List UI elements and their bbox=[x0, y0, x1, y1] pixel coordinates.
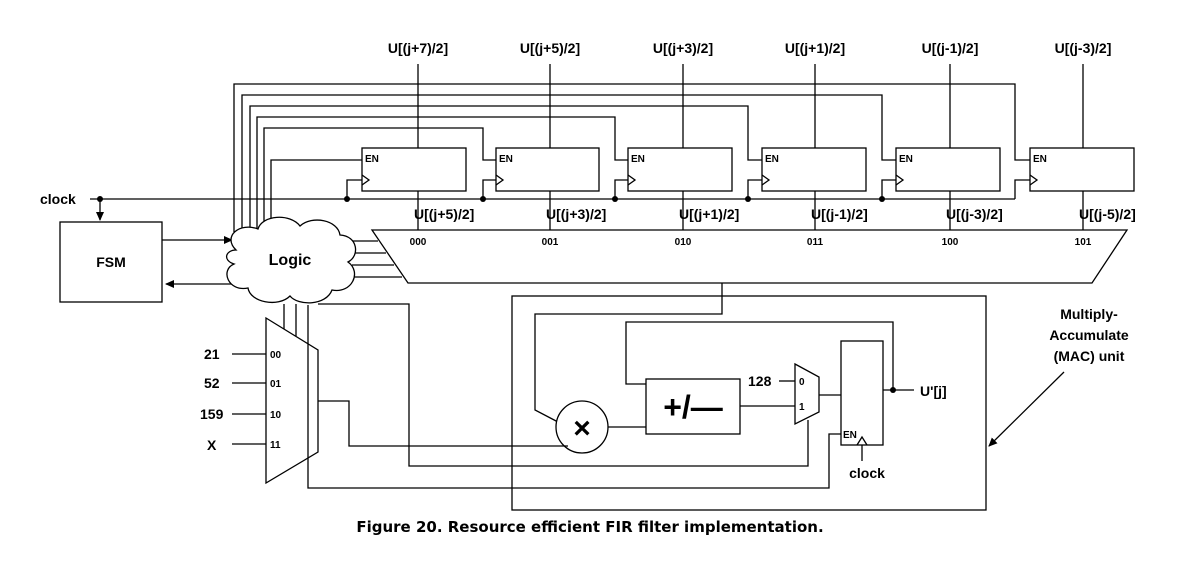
mux-select-code: 000 bbox=[410, 237, 427, 248]
register-output-label: U[(j-5)/2] bbox=[1079, 206, 1136, 222]
register-enable-label: EN bbox=[1033, 154, 1047, 165]
mux-select-code: 101 bbox=[1075, 237, 1092, 248]
init-value: 128 bbox=[748, 373, 772, 389]
register-3: EN bbox=[761, 147, 867, 192]
register-output-wires bbox=[417, 191, 1084, 230]
register-2: EN bbox=[627, 147, 733, 192]
coeff-select: 00 bbox=[270, 350, 282, 361]
mac-label-line: (MAC) unit bbox=[1054, 348, 1125, 364]
logic-to-mux-select-wire bbox=[318, 303, 809, 467]
multiply-icon: × bbox=[573, 412, 591, 445]
mac-label-line: Multiply- bbox=[1060, 306, 1118, 322]
clock-net: clock bbox=[40, 179, 1030, 221]
register-input-labels: U[(j+7)/2] U[(j+5)/2] U[(j+3)/2] U[(j+1)… bbox=[388, 40, 1112, 56]
logic-cloud: Logic bbox=[226, 216, 357, 304]
mac-output-label: U'[j] bbox=[920, 383, 947, 399]
register-enable-label: EN bbox=[499, 154, 513, 165]
mux-select-code: 100 bbox=[942, 237, 959, 248]
register-output-label: U[(j+1)/2] bbox=[679, 206, 739, 222]
clock-label: clock bbox=[40, 191, 76, 207]
add-sub-block: +/— bbox=[645, 378, 741, 435]
register-output-label: U[(j-1)/2] bbox=[811, 206, 868, 222]
multiplier: × bbox=[555, 400, 609, 454]
register-5: EN bbox=[1029, 147, 1135, 192]
addsub-icon: +/— bbox=[663, 389, 723, 425]
accumulator-register: EN clock bbox=[840, 340, 885, 481]
coeff-select-wires bbox=[283, 304, 297, 336]
register-output-labels: U[(j+5)/2] U[(j+3)/2] U[(j+1)/2] U[(j-1)… bbox=[414, 206, 1136, 222]
register-enable-label: EN bbox=[765, 154, 779, 165]
mac-clock-label: clock bbox=[849, 465, 885, 481]
mux-select-code: 010 bbox=[675, 237, 692, 248]
accumulator-output: U'[j] bbox=[883, 383, 947, 399]
top-label: U[(j+7)/2] bbox=[388, 40, 448, 56]
register-enable-label: EN bbox=[631, 154, 645, 165]
mux-select-code: 011 bbox=[807, 237, 824, 248]
mac-unit bbox=[511, 295, 987, 511]
mac-label-line: Accumulate bbox=[1049, 327, 1129, 343]
register-1: EN bbox=[495, 147, 600, 192]
register-enable-label: EN bbox=[899, 154, 913, 165]
fsm-label: FSM bbox=[96, 254, 126, 270]
enable-wires bbox=[233, 83, 1030, 232]
top-label: U[(j+5)/2] bbox=[520, 40, 580, 56]
register-4: EN bbox=[895, 147, 1001, 192]
top-label: U[(j-1)/2] bbox=[922, 40, 979, 56]
coeff-value: 52 bbox=[204, 375, 220, 391]
accumulator-enable-label: EN bbox=[843, 430, 857, 441]
logic-label: Logic bbox=[269, 252, 312, 269]
mac-label: Multiply- Accumulate (MAC) unit bbox=[988, 306, 1129, 447]
init-mux-input: 0 bbox=[799, 377, 805, 388]
register-enable-label: EN bbox=[365, 154, 379, 165]
mux-to-multiplier-wire bbox=[534, 283, 723, 423]
data-mux: 000 001 010 011 100 101 bbox=[370, 229, 1129, 284]
coeff-select: 10 bbox=[270, 410, 282, 421]
coeff-value: 21 bbox=[204, 346, 220, 362]
coeff-to-multiplier-wire bbox=[318, 400, 568, 447]
top-label: U[(j+1)/2] bbox=[785, 40, 845, 56]
coefficient-inputs: 21 52 159 X bbox=[200, 346, 266, 453]
register-0: EN bbox=[361, 147, 467, 192]
logic-to-accumulator-enable-wire bbox=[307, 305, 841, 489]
coeff-select: 11 bbox=[270, 440, 281, 451]
register-output-label: U[(j+5)/2] bbox=[414, 206, 474, 222]
register-output-label: U[(j+3)/2] bbox=[546, 206, 606, 222]
accumulator-feedback-wire bbox=[625, 321, 894, 390]
coeff-select: 01 bbox=[270, 379, 282, 390]
register-output-label: U[(j-3)/2] bbox=[946, 206, 1003, 222]
coeff-value: X bbox=[207, 437, 217, 453]
top-label: U[(j-3)/2] bbox=[1055, 40, 1112, 56]
coefficient-mux: 00 01 10 11 bbox=[265, 316, 319, 485]
top-label: U[(j+3)/2] bbox=[653, 40, 713, 56]
fsm-block: FSM bbox=[59, 221, 163, 303]
coeff-value: 159 bbox=[200, 406, 224, 422]
mux-select-code: 001 bbox=[542, 237, 559, 248]
fsm-logic-wires bbox=[162, 236, 234, 288]
init-mux: 0 1 bbox=[794, 362, 820, 426]
init-mux-input: 1 bbox=[799, 402, 805, 413]
figure-caption: Figure 20. Resource efficient FIR filter… bbox=[356, 518, 823, 536]
